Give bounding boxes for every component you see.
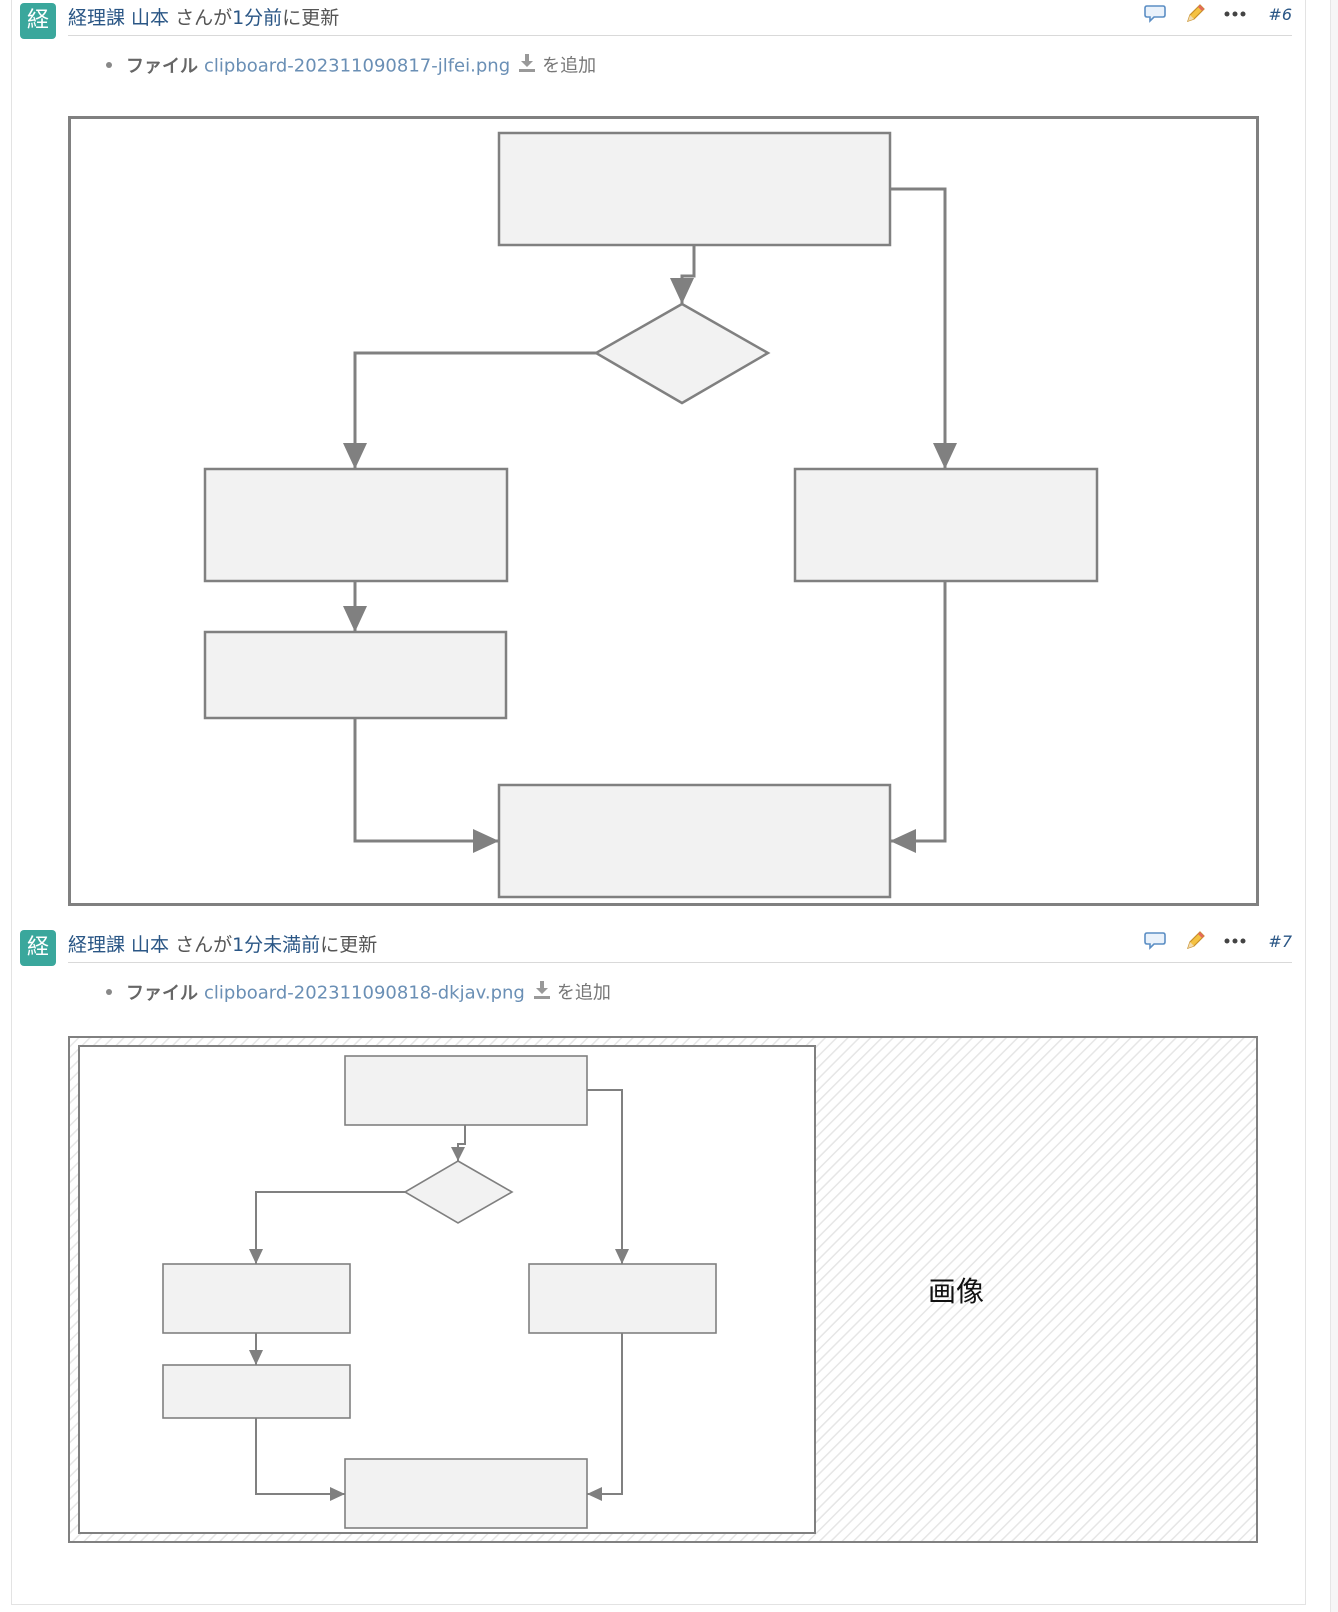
detail-tail: を追加 <box>542 55 597 77</box>
journal-actions: #7 <box>1142 927 1292 955</box>
user-link[interactable]: 経理課 山本 <box>68 7 170 29</box>
flow-box-top <box>497 131 892 247</box>
journal-actions: #6 <box>1142 0 1292 28</box>
more-button[interactable] <box>1222 1 1248 27</box>
flow-box-left <box>162 1263 351 1334</box>
edit-pencil-icon <box>1187 931 1206 949</box>
avatar: 経 <box>20 3 56 39</box>
journal-details: ファイル clipboard-202311090817-jlfei.png を追加 <box>106 53 596 80</box>
flow-box-top <box>344 1055 588 1126</box>
file-link[interactable]: clipboard-202311090817-jlfei.png <box>204 55 511 77</box>
journal-number-link[interactable]: #7 <box>1268 931 1292 951</box>
flow-box-left-2 <box>162 1364 351 1419</box>
time-link[interactable]: 1分未満前 <box>232 934 321 956</box>
quote-button[interactable] <box>1142 1 1168 27</box>
flow-box-left <box>203 467 509 583</box>
flow-box-right <box>793 467 1099 583</box>
journal-header-text: 経理課 山本 さんが1分未満前に更新 <box>68 933 377 957</box>
flow-box-right <box>528 1263 717 1334</box>
detail-label: ファイル <box>126 982 198 1004</box>
journal-number-link[interactable]: #6 <box>1268 4 1292 24</box>
image-placeholder-label: 画像 <box>928 1275 985 1308</box>
more-button[interactable] <box>1222 928 1248 954</box>
download-icon <box>533 981 550 999</box>
more-dots-icon <box>1224 11 1246 17</box>
edit-button[interactable] <box>1182 1 1208 27</box>
download-icon <box>519 54 536 72</box>
header-tail-text: に更新 <box>282 7 340 29</box>
attached-image-thumbnail[interactable] <box>68 116 1260 907</box>
comment-icon <box>1144 932 1167 950</box>
flow-box-bottom <box>344 1458 588 1529</box>
download-button[interactable] <box>533 980 551 1007</box>
list-bullet <box>106 989 112 995</box>
header-tail-text: に更新 <box>320 934 378 956</box>
scrollbar-track[interactable] <box>1330 0 1338 1612</box>
time-link[interactable]: 1分前 <box>232 7 283 29</box>
detail-label: ファイル <box>126 55 198 77</box>
journal-details: ファイル clipboard-202311090818-dkjav.png を追加 <box>106 980 611 1007</box>
journal-header: 経理課 山本 さんが1分未満前に更新 #7 <box>68 927 1292 963</box>
user-link[interactable]: 経理課 山本 <box>68 934 170 956</box>
detail-tail: を追加 <box>556 982 611 1004</box>
flow-box-bottom <box>497 783 892 899</box>
flowchart-image <box>68 116 1259 906</box>
journal-header-text: 経理課 山本 さんが1分前に更新 <box>68 6 339 30</box>
download-button[interactable] <box>518 53 536 80</box>
attached-image-thumbnail[interactable]: 画像 <box>68 1036 1260 1544</box>
header-mid-text: さんが <box>169 7 233 29</box>
flow-decision <box>403 1160 514 1224</box>
header-mid-text: さんが <box>169 934 233 956</box>
edit-pencil-icon <box>1187 4 1206 22</box>
file-link[interactable]: clipboard-202311090818-dkjav.png <box>204 982 525 1004</box>
journal-header: 経理課 山本 さんが1分前に更新 #6 <box>68 0 1292 36</box>
avatar: 経 <box>20 930 56 966</box>
flowchart-image <box>68 1036 1258 1543</box>
more-dots-icon <box>1224 938 1246 944</box>
quote-button[interactable] <box>1142 928 1168 954</box>
comment-icon <box>1144 5 1167 23</box>
flow-decision <box>593 302 771 405</box>
flow-box-left-2 <box>203 630 508 720</box>
edit-button[interactable] <box>1182 928 1208 954</box>
list-bullet <box>106 62 112 68</box>
